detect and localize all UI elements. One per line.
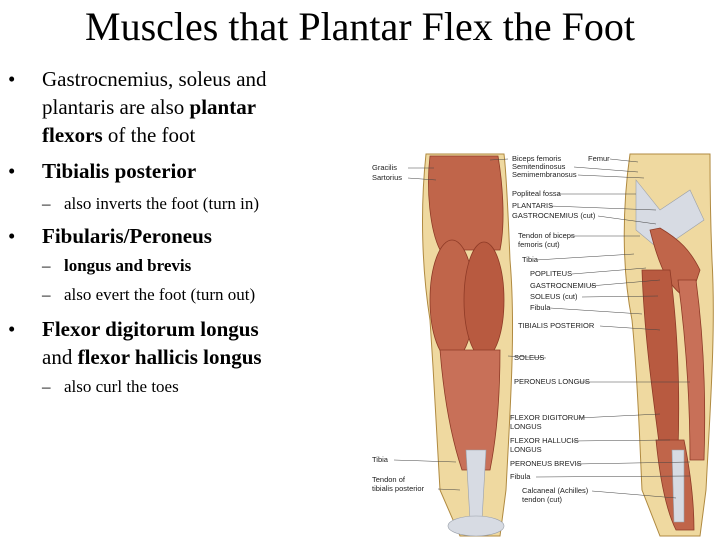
leg-muscles-illustration: Gracilis Sartorius Tibia Tendon of tibia… <box>372 153 714 537</box>
bullet-bold-text: Flexor digitorum longus <box>42 317 259 341</box>
label-tendon-of-biceps: Tendon of biceps <box>518 231 575 240</box>
label-gastrocnemius-cut: GASTROCNEMIUS (cut) <box>512 211 596 220</box>
left-leg-drawing <box>422 153 514 537</box>
label-femur: Femur <box>588 154 610 163</box>
label-biceps-femoris: Biceps femoris <box>512 154 561 163</box>
label-flexor-digitorum: FLEXOR DIGITORUM <box>510 413 585 422</box>
bullet-bold-text: Fibularis/Peroneus <box>42 224 212 248</box>
label-fibula: Fibula <box>530 303 551 312</box>
slide-title: Muscles that Plantar Flex the Foot <box>85 4 635 49</box>
label-soleus: SOLEUS <box>514 353 544 362</box>
leader-lines <box>489 158 691 499</box>
label-soleus-cut: SOLEUS (cut) <box>530 292 578 301</box>
bullet-bold-text: flexor hallicis longus <box>77 345 262 369</box>
bullet-line: Gastrocnemius, soleus and <box>42 67 267 91</box>
label-semimembranosus: Semimembranosus <box>512 170 577 179</box>
label-calcaneal-tendon: Calcaneal (Achilles) <box>522 486 589 495</box>
bullet-line: flexors of the foot <box>42 124 195 146</box>
sub-bullet-dash: – <box>42 285 51 304</box>
label-tibia-left: Tibia <box>372 455 389 464</box>
sub-bullet-text: also evert the foot (turn out) <box>64 285 256 304</box>
label-femoris-cut: femoris (cut) <box>518 240 560 249</box>
anatomy-figure: Gracilis Sartorius Tibia Tendon of tibia… <box>360 150 720 540</box>
sub-bullet-bold-text: longus and brevis <box>64 256 192 275</box>
bullet-item: • Fibularis/Peroneus <box>8 225 318 247</box>
bullet-text: of the foot <box>102 123 196 147</box>
bullet-dot: • <box>8 67 16 91</box>
label-tibialis-posterior: TIBIALIS POSTERIOR <box>518 321 595 330</box>
bullet-item: • Flexor digitorum longus and flexor hal… <box>8 318 318 368</box>
bullet-dot: • <box>8 224 16 248</box>
label-flexor-hallucis: FLEXOR HALLUCIS <box>510 436 579 445</box>
label-sartorius: Sartorius <box>372 173 402 182</box>
bullet-line: and flexor hallicis longus <box>42 346 262 368</box>
bullet-item: • Gastrocnemius, soleus and plantaris ar… <box>8 67 318 146</box>
bullet-text: and <box>42 345 78 369</box>
label-popliteal-fossa: Popliteal fossa <box>512 189 562 198</box>
label-tendon-of: Tendon of <box>372 475 406 484</box>
label-flexor-hallucis-longus: LONGUS <box>510 445 542 454</box>
sub-bullet: – also evert the foot (turn out) <box>42 285 312 305</box>
sub-bullet: – longus and brevis <box>42 256 312 276</box>
sub-bullet-dash: – <box>42 256 51 275</box>
label-peroneus-longus: PERONEUS LONGUS <box>514 377 590 386</box>
sub-bullet: – also inverts the foot (turn in) <box>42 194 312 214</box>
bullet-bold-text: flexors <box>42 123 103 147</box>
label-semitendinosus: Semitendinosus <box>512 162 566 171</box>
bullet-item: • Tibialis posterior <box>8 160 318 182</box>
bullet-line: plantaris are also plantar <box>42 96 256 118</box>
bullet-bold-text: Tibialis posterior <box>42 159 197 183</box>
label-tibia-right: Tibia <box>522 255 539 264</box>
bullet-bold-text: plantar <box>189 95 257 119</box>
label-peroneus-brevis: PERONEUS BREVIS <box>510 459 582 468</box>
bullet-text: plantaris are also <box>42 95 190 119</box>
bullet-dot: • <box>8 317 16 341</box>
label-plantaris: PLANTARIS <box>512 201 553 210</box>
label-fibula-lower: Fibula <box>510 472 531 481</box>
label-gracilis: Gracilis <box>372 163 397 172</box>
label-gastrocnemius: GASTROCNEMIUS <box>530 281 596 290</box>
sub-bullet-text: also curl the toes <box>64 377 179 396</box>
sub-bullet-text: also inverts the foot (turn in) <box>64 194 259 213</box>
sub-bullet: – also curl the toes <box>42 377 312 397</box>
center-label-column: Biceps femoris Femur Semitendinosus Semi… <box>510 154 610 504</box>
right-leg-drawing <box>623 153 714 537</box>
label-popliteus: POPLITEUS <box>530 269 572 278</box>
sub-bullet-dash: – <box>42 377 51 396</box>
label-flexor-digitorum-longus: LONGUS <box>510 422 542 431</box>
bullet-dot: • <box>8 159 16 183</box>
sub-bullet-dash: – <box>42 194 51 213</box>
label-tibialis-posterior-tendon: tibialis posterior <box>372 484 425 493</box>
label-tendon-cut: tendon (cut) <box>522 495 563 504</box>
